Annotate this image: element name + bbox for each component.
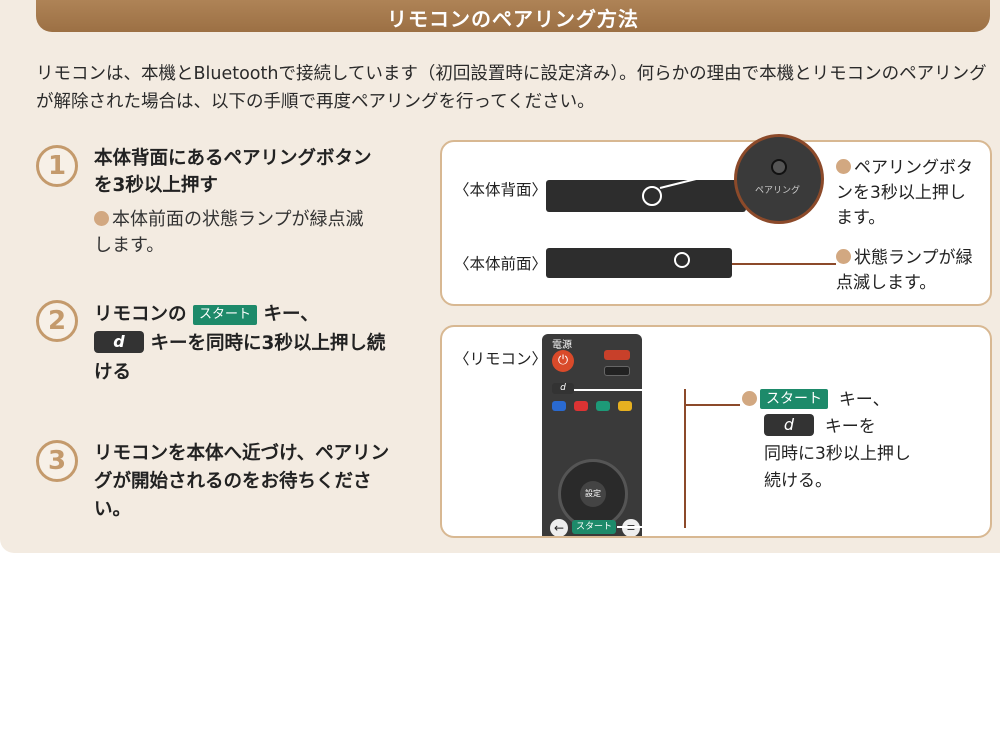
note-text: 本体前面の状態ランプが緑点滅します。	[94, 209, 364, 256]
back-caption: ペアリングボタンを3秒以上押します。	[836, 156, 976, 231]
d-key: d	[552, 383, 574, 394]
zoom-circle: ペアリング	[734, 134, 824, 224]
bullet-icon	[742, 391, 757, 406]
yellow-button	[618, 401, 632, 411]
connector-line	[684, 404, 740, 406]
start-key: スタート	[192, 305, 257, 325]
connector-line	[732, 263, 836, 265]
instruction-sheet: リモコンのペアリング方法 リモコンは、本機とBluetoothで接続しています（…	[0, 0, 1000, 553]
text: キーを同時に3秒以上押し続ける	[94, 333, 386, 383]
front-caption: 状態ランプが緑点滅します。	[836, 246, 986, 296]
dpad: 設定	[558, 459, 628, 529]
red-button	[574, 401, 588, 411]
step-note: 本体前面の状態ランプが緑点滅します。	[94, 207, 374, 259]
caption-text: 状態ランプが緑点滅します。	[836, 248, 973, 293]
caption-text: 同時に3秒以上押し続ける。	[764, 444, 911, 491]
green-button	[596, 401, 610, 411]
caption-text: ペアリングボタンを3秒以上押します。	[836, 158, 973, 228]
remote-label: 〈リモコン〉	[454, 350, 548, 368]
back-label: 〈本体背面〉	[454, 181, 548, 199]
status-lamp-highlight	[674, 252, 690, 268]
page-title: リモコンのペアリング方法	[36, 0, 990, 32]
power-icon: ⏻	[552, 350, 574, 372]
caption-text: キーを	[824, 417, 876, 437]
start-key: スタート	[572, 520, 617, 534]
text: キー、	[263, 304, 319, 325]
step-number: 2	[36, 300, 78, 342]
bullet-icon	[836, 159, 851, 174]
step-text: 本体背面にあるペアリングボタンを3秒以上押す	[94, 148, 372, 196]
remote-panel: 〈リモコン〉 電源 ⏻ d 設定 ← スタート ≡ スタート キー、 d キーを同…	[440, 325, 992, 538]
bullet-icon	[94, 211, 109, 226]
connector-line	[617, 526, 684, 528]
step-number: 1	[36, 145, 78, 187]
caption-text: キー、	[838, 390, 890, 410]
pairing-button-icon	[771, 159, 787, 175]
text: リモコンの	[94, 304, 187, 325]
power-label: 電源	[552, 340, 572, 351]
blue-button	[552, 401, 566, 411]
zoom-label: ペアリング	[755, 186, 801, 196]
remote-button	[604, 350, 630, 360]
device-front-image	[546, 248, 732, 278]
connector-line	[684, 389, 686, 528]
bullet-icon	[836, 249, 851, 264]
connector-line	[574, 389, 684, 391]
d-key: d	[94, 331, 144, 353]
pairing-button-highlight	[642, 186, 662, 206]
remote-caption: スタート キー、 d キーを同時に3秒以上押し続ける。	[742, 387, 942, 495]
ok-button: 設定	[580, 481, 606, 507]
start-key: スタート	[760, 389, 828, 409]
step-text: リモコンを本体へ近づけ、ペアリングが開始されるのをお待ちください。	[94, 443, 390, 520]
remote-image: 電源 ⏻ d 設定 ← スタート ≡	[542, 334, 642, 536]
step-number: 3	[36, 440, 78, 482]
menu-icon: ≡	[622, 519, 640, 536]
step-text: リモコンの スタート キー、 d キーを同時に3秒以上押し続ける	[94, 300, 394, 387]
front-label: 〈本体前面〉	[454, 255, 548, 273]
d-key: d	[764, 414, 814, 436]
back-arrow-icon: ←	[550, 519, 568, 536]
remote-button	[604, 366, 630, 376]
device-panel: 〈本体背面〉 ペアリング ペアリングボタンを3秒以上押します。 〈本体前面〉 状…	[440, 134, 992, 306]
intro-text: リモコンは、本機とBluetoothで接続しています（初回設置時に設定済み）。何…	[36, 64, 987, 112]
